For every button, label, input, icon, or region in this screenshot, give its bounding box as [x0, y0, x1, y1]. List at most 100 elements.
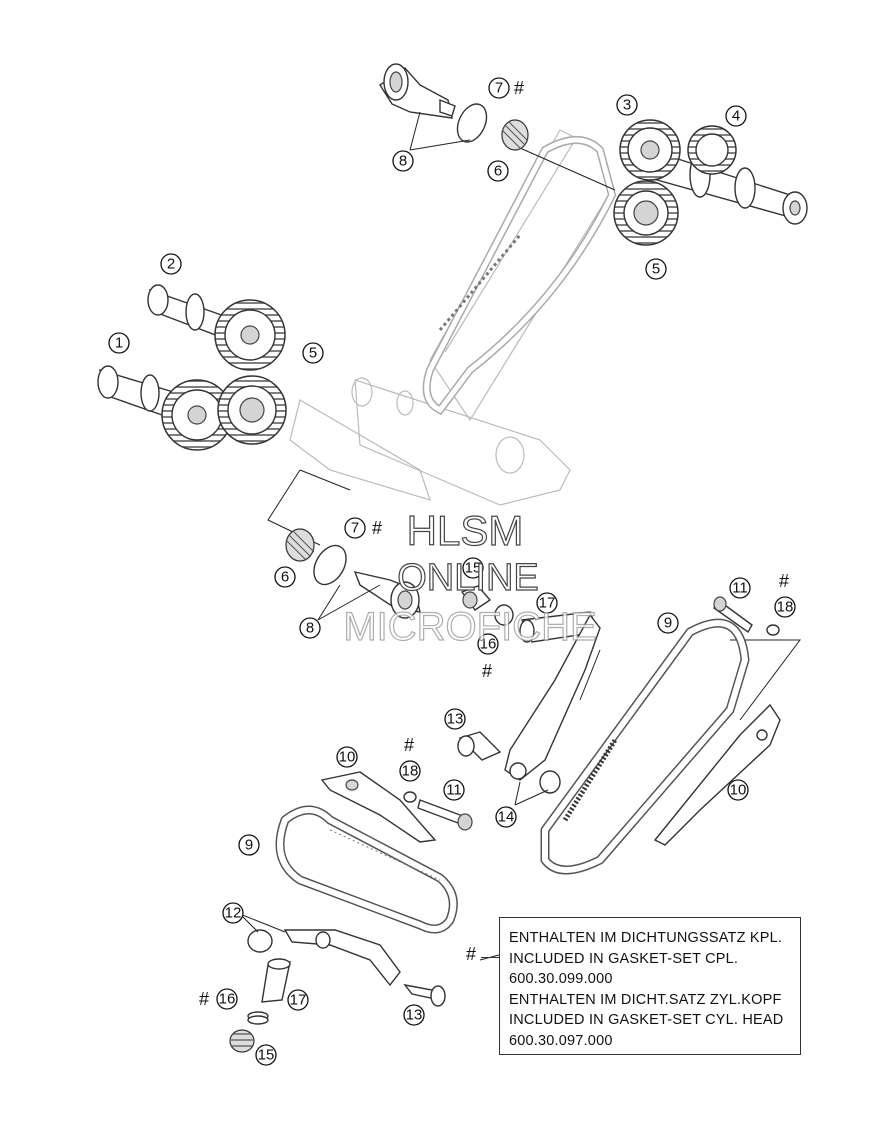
svg-text:6: 6 [494, 163, 502, 180]
callout-11-right: 11 [729, 577, 751, 599]
pivot-bolt-right [457, 731, 502, 761]
svg-text:7: 7 [495, 80, 503, 97]
svg-text:2: 2 [167, 256, 175, 273]
svg-text:MICROFICHE: MICROFICHE [343, 605, 596, 649]
callout-14: 14 [495, 806, 517, 828]
svg-text:17: 17 [290, 992, 307, 1009]
note-hash-symbol: # [466, 944, 477, 964]
svg-text:16: 16 [219, 991, 236, 1008]
cylinder-ghost-outline [289, 129, 613, 506]
bushing-lower [247, 929, 273, 953]
cam-bearing-cap-lower [353, 571, 421, 619]
svg-text:10: 10 [730, 782, 747, 799]
hash-mark-7-lower: # [372, 518, 382, 538]
callout-6-lower: 6 [274, 566, 296, 588]
tensioner-plug-lower [229, 1029, 255, 1053]
callout-5-upper: 5 [645, 258, 667, 280]
svg-text:18: 18 [402, 763, 419, 780]
camshaft-gear-upper-4 [687, 125, 737, 175]
tensioner-rail-right [504, 613, 601, 781]
callout-10-right: 10 [727, 779, 749, 801]
svg-text:12: 12 [225, 905, 242, 922]
callout-1: 1 [108, 332, 130, 354]
callout-16-upper: 16 [477, 633, 499, 655]
o-ring-upper [456, 103, 488, 143]
svg-text:7: 7 [351, 520, 359, 537]
hash-mark-16-upper: # [482, 661, 492, 681]
svg-text:18: 18 [777, 599, 794, 616]
callout-12: 12 [222, 902, 244, 924]
callout-8-lower: 8 [299, 617, 321, 639]
note-line-1: ENTHALTEN IM DICHTUNGSSATZ KPL. [509, 930, 783, 946]
washer-right [766, 624, 780, 636]
callout-5-left: 5 [302, 342, 324, 364]
hash-mark-18-left: # [404, 735, 414, 755]
needle-bearing-upper [501, 119, 529, 151]
chain-guide-rail-right [653, 703, 781, 846]
callout-9-right: 9 [657, 612, 679, 634]
chain-guide-rail-left [320, 771, 437, 843]
svg-text:17: 17 [539, 595, 556, 612]
svg-text:11: 11 [732, 580, 748, 597]
svg-text:10: 10 [339, 749, 356, 766]
callout-11-left: 11 [443, 779, 465, 801]
callout-3: 3 [616, 94, 638, 116]
cam-bearing-cap-upper [379, 63, 456, 119]
callout-9-left: 9 [238, 834, 260, 856]
callout-leaders [239, 111, 549, 961]
callout-13-lower: 13 [403, 1004, 425, 1026]
callout-15-upper: 15 [462, 557, 484, 579]
svg-text:9: 9 [245, 837, 253, 854]
callout-17-lower: 17 [287, 989, 309, 1011]
callout-18-left: 18 [399, 760, 421, 782]
svg-text:6: 6 [281, 569, 289, 586]
intermediate-gear-upper [613, 180, 679, 246]
note-line-5: INCLUDED IN GASKET-SET CYL. HEAD [509, 1012, 784, 1028]
hash-mark-18-right: # [779, 571, 789, 591]
note-line-3: 600.30.099.000 [509, 971, 613, 987]
pivot-bolt-lower [403, 983, 446, 1007]
callout-6-upper: 6 [487, 160, 509, 182]
svg-text:8: 8 [306, 620, 314, 637]
svg-text:5: 5 [309, 345, 317, 362]
intermediate-gear-left [217, 375, 287, 445]
svg-text:13: 13 [447, 711, 464, 728]
svg-text:15: 15 [258, 1047, 275, 1064]
o-ring-lower [313, 544, 347, 586]
note-leader-line [481, 957, 499, 958]
exhaust-camshaft-left-1 [97, 365, 233, 451]
svg-text:9: 9 [664, 615, 672, 632]
exhaust-camshaft-upper [649, 149, 808, 225]
tensioner-rail-lower [283, 929, 401, 987]
camshaft-gear-upper-3 [619, 119, 681, 181]
callout-8-upper: 8 [392, 150, 414, 172]
callout-10-left: 10 [336, 746, 358, 768]
note-line-2: INCLUDED IN GASKET-SET CPL. [509, 950, 739, 967]
hash-mark-7-upper: # [514, 78, 524, 98]
needle-bearing-lower [285, 528, 315, 562]
svg-text:3: 3 [623, 97, 631, 114]
hash-mark-16-lower: # [199, 989, 209, 1009]
note-line-4: ENTHALTEN IM DICHT.SATZ ZYL.KOPF [509, 991, 782, 1008]
svg-text:4: 4 [732, 108, 740, 125]
svg-text:16: 16 [480, 636, 497, 653]
callout-15-lower: 15 [255, 1044, 277, 1066]
svg-text:14: 14 [498, 809, 515, 826]
timing-chain-right [540, 618, 750, 875]
note-line-6: 600.30.097.000 [509, 1032, 613, 1049]
callout-2: 2 [160, 253, 182, 275]
callout-18-right: 18 [774, 596, 796, 618]
tensioner-seal-upper [494, 604, 514, 626]
tensioner-plug-upper [460, 585, 492, 611]
washer-left [403, 791, 417, 803]
gasket-set-note: ENTHALTEN IM DICHTUNGSSATZ KPL. INCLUDED… [499, 917, 801, 1055]
tensioner-seal-lower [247, 1011, 269, 1025]
svg-text:HLSM: HLSM [407, 507, 524, 554]
callout-13-upper: 13 [444, 708, 466, 730]
tensioner-body-lower [261, 958, 291, 1003]
callout-4: 4 [725, 105, 747, 127]
guide-bolt-left [417, 799, 473, 831]
watermark: HLSM ONLINE MICROFICHE [343, 506, 598, 649]
callout-7-lower: 7 [344, 517, 366, 539]
